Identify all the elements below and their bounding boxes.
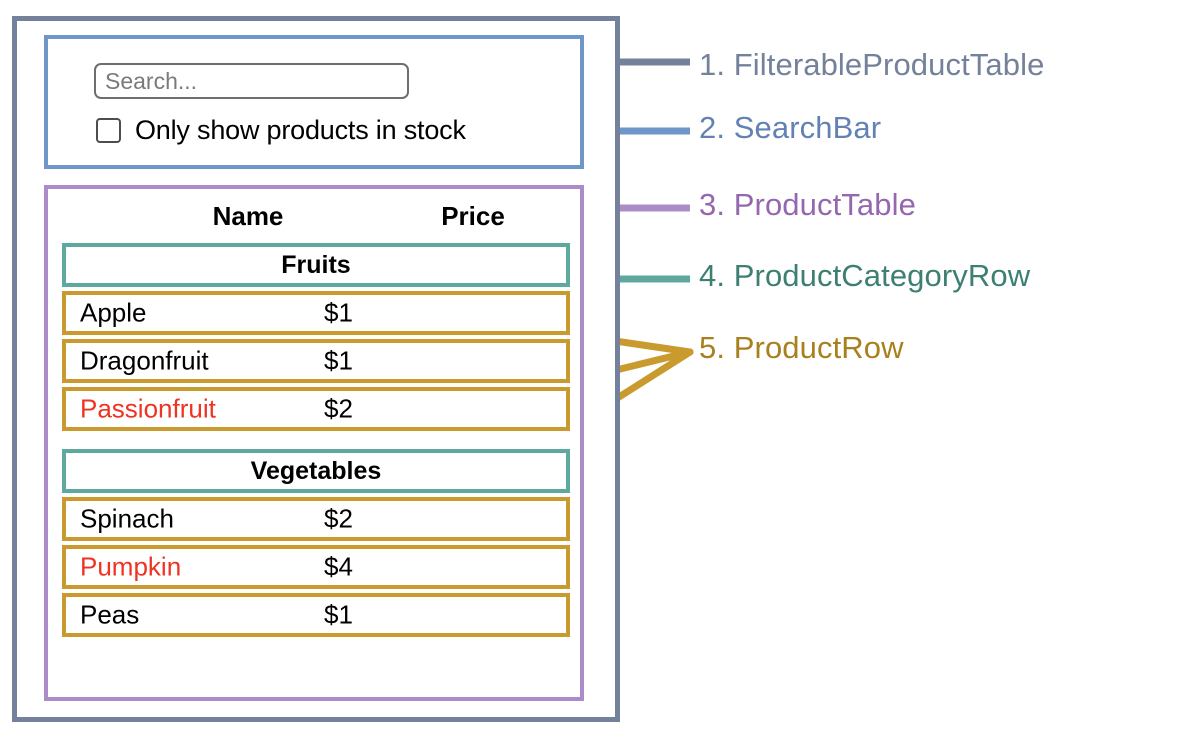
product-row[interactable]: Apple $1 xyxy=(62,291,570,335)
product-name: Peas xyxy=(80,599,140,630)
product-price: $1 xyxy=(324,599,353,630)
product-table-frame: Name Price Fruits Apple $1 Dragonfruit $… xyxy=(44,185,584,701)
legend-item-product-category-row: 4. ProductCategoryRow xyxy=(699,258,1031,293)
product-price: $1 xyxy=(324,297,353,328)
search-bar-frame: Only show products in stock xyxy=(44,35,584,169)
product-name: Pumpkin xyxy=(80,551,182,582)
product-category-row-fruits: Fruits xyxy=(62,243,570,287)
column-header-name: Name xyxy=(212,200,284,231)
in-stock-checkbox-label: Only show products in stock xyxy=(135,115,466,145)
product-row[interactable]: Dragonfruit $1 xyxy=(62,339,570,383)
search-input[interactable] xyxy=(94,63,409,99)
product-table-header: Name Price xyxy=(48,195,580,237)
product-price: $1 xyxy=(324,345,353,376)
legend-item-product-table: 3. ProductTable xyxy=(699,187,916,222)
group-spacer xyxy=(62,435,570,449)
product-price: $4 xyxy=(324,551,353,582)
product-name: Apple xyxy=(80,297,147,328)
product-table-rows: Fruits Apple $1 Dragonfruit $1 Passionfr… xyxy=(62,243,570,641)
product-price: $2 xyxy=(324,503,353,534)
product-row[interactable]: Spinach $2 xyxy=(62,497,570,541)
product-name: Dragonfruit xyxy=(80,345,209,376)
legend-item-search-bar: 2. SearchBar xyxy=(699,110,882,145)
product-row[interactable]: Passionfruit $2 xyxy=(62,387,570,431)
product-category-label: Vegetables xyxy=(250,456,382,485)
product-price: $2 xyxy=(324,393,353,424)
product-name: Passionfruit xyxy=(80,393,216,424)
column-header-price: Price xyxy=(441,200,505,231)
in-stock-checkbox[interactable] xyxy=(96,118,121,143)
legend-item-product-row: 5. ProductRow xyxy=(699,330,904,365)
product-row[interactable]: Peas $1 xyxy=(62,593,570,637)
product-name: Spinach xyxy=(80,503,174,534)
product-category-row-vegetables: Vegetables xyxy=(62,449,570,493)
legend-item-filterable-product-table: 1. FilterableProductTable xyxy=(699,47,1045,82)
product-category-label: Fruits xyxy=(281,250,351,279)
in-stock-filter-row[interactable]: Only show products in stock xyxy=(96,115,466,146)
product-row[interactable]: Pumpkin $4 xyxy=(62,545,570,589)
